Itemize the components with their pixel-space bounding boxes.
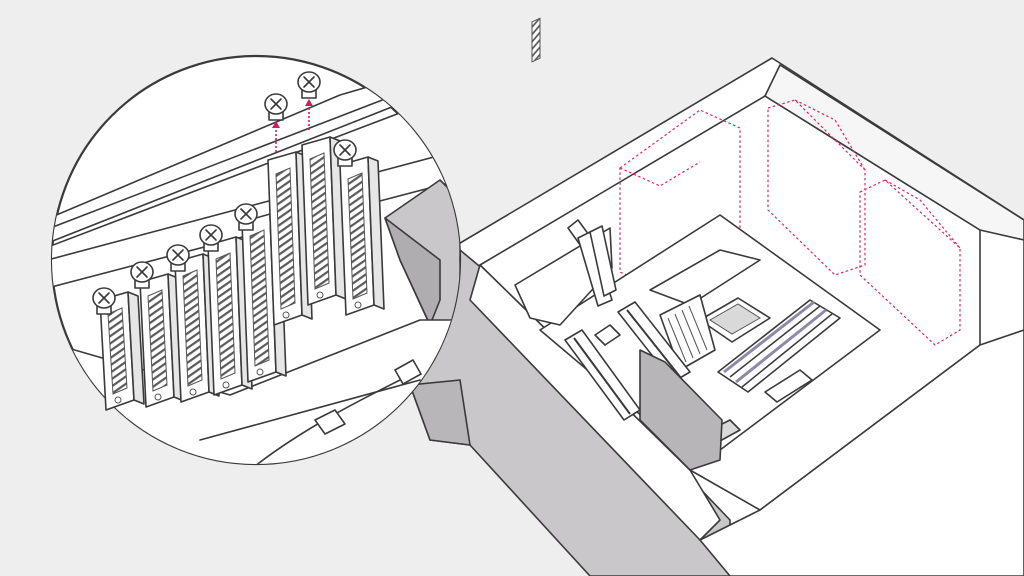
thumbscrew-icon	[333, 139, 357, 167]
magnified-detail-view	[50, 54, 462, 466]
slot-cover	[339, 156, 385, 316]
up-arrow-icon	[305, 99, 313, 130]
up-arrow-icon	[272, 121, 280, 152]
gpu-bracket	[639, 349, 723, 471]
highlight-drive-bays	[619, 99, 961, 346]
slot-cover	[139, 273, 185, 408]
slot-cover	[301, 136, 347, 306]
rear-slot-covers-small	[514, 17, 617, 326]
thumbscrew-icon	[297, 71, 321, 99]
thumbscrews	[92, 71, 357, 315]
thumbscrew-icon	[234, 203, 258, 231]
pcie-slots	[564, 301, 691, 421]
thumbscrew-icon	[264, 93, 288, 121]
slot-cover	[241, 213, 287, 383]
dimm-slots	[717, 299, 841, 393]
thumbscrew-icon	[92, 287, 116, 315]
expansion-slot-covers	[99, 136, 385, 411]
pc-case-body	[409, 57, 1024, 576]
slot-cover	[99, 291, 145, 411]
thumbscrew-icon	[166, 244, 190, 272]
thumbscrew-icon	[199, 224, 223, 252]
thumbscrew-icon	[130, 261, 154, 289]
